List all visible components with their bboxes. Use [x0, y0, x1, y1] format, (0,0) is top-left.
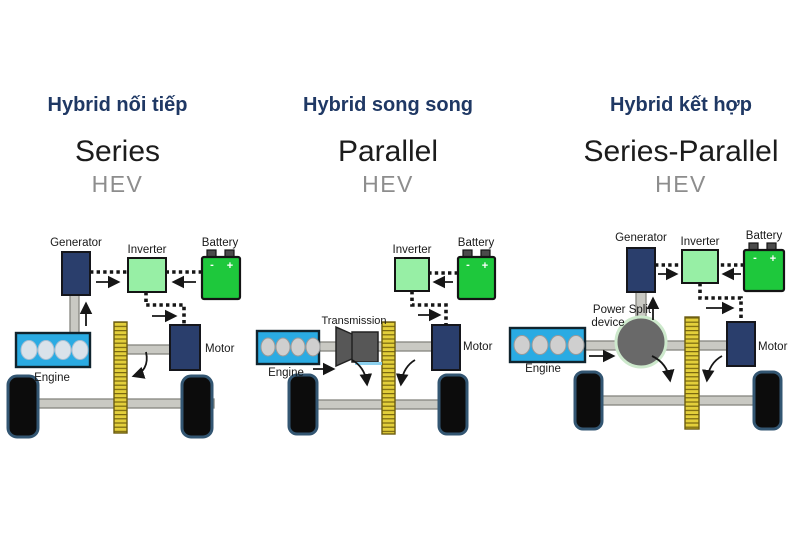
- battery-label: Battery: [746, 230, 783, 242]
- axle: [296, 399, 458, 410]
- engine-label: Engine: [34, 372, 70, 384]
- engine-cylinder: [567, 335, 585, 355]
- curved-arrow: [651, 355, 675, 383]
- motor-label: Motor: [463, 341, 493, 353]
- battery-minus-mark: -: [753, 252, 757, 264]
- engine-cylinder: [549, 335, 567, 355]
- engine-cylinder: [20, 340, 38, 360]
- parallel-title-english: Parallel: [337, 135, 439, 168]
- battery-box: [200, 255, 242, 301]
- parallel-hev-diagram: - + Inverter Battery Transmission Engine…: [255, 237, 497, 436]
- motor-label: Motor: [758, 341, 788, 353]
- engine-cylinder: [275, 337, 291, 357]
- inverter-label: Inverter: [128, 244, 167, 256]
- series-parallel-header: Hybrid kết hợp Series-Parallel HEV: [556, 93, 800, 196]
- curved-arrow: [351, 359, 373, 387]
- inverter-to-motor-line: [698, 283, 743, 322]
- motor-shaft: [126, 344, 171, 355]
- parallel-hev-label: HEV: [362, 171, 414, 197]
- engine-cylinder: [290, 337, 306, 357]
- battery-label: Battery: [458, 237, 495, 249]
- series-parallel-title-vietnamese: Hybrid kết hợp: [609, 94, 752, 116]
- transmission-box: [351, 331, 379, 363]
- reduction-gear: [113, 321, 128, 434]
- series-parallel-title-english: Series-Parallel: [583, 135, 779, 168]
- axle: [584, 395, 758, 406]
- left-wheel: [287, 373, 319, 436]
- curved-arrow: [701, 355, 723, 383]
- motor-box: [726, 321, 756, 367]
- engine-cylinder: [37, 340, 55, 360]
- engine-cylinder: [513, 335, 531, 355]
- parallel-header: Hybrid song song Parallel HEV: [272, 93, 504, 196]
- reduction-gear: [684, 316, 700, 430]
- engine-label: Engine: [525, 363, 561, 375]
- battery-box: [742, 248, 786, 293]
- generator-box: [626, 247, 656, 293]
- left-wheel: [573, 370, 604, 431]
- battery-box: [456, 255, 497, 301]
- motor-box: [169, 324, 201, 371]
- inverter-box: [127, 257, 167, 293]
- series-header: Hybrid nối tiếp Series HEV: [5, 93, 230, 196]
- left-wheel: [6, 374, 40, 439]
- engine-shaft: [318, 341, 338, 352]
- series-hev-label: HEV: [91, 171, 144, 197]
- series-hev-diagram: - + Generator Inverter Battery Motor Eng…: [6, 237, 242, 439]
- series-parallel-hev-label: HEV: [655, 171, 707, 197]
- inverter-box: [681, 249, 719, 284]
- right-wheel: [180, 374, 214, 439]
- motor-shaft: [393, 341, 434, 352]
- engine-cylinder: [260, 337, 276, 357]
- battery-plus-mark: +: [482, 260, 488, 272]
- power-split-label-line1: Power Split: [593, 304, 652, 316]
- right-wheel: [752, 370, 783, 431]
- battery-minus-mark: -: [210, 259, 214, 271]
- transmission-base: [355, 362, 382, 365]
- motor-shaft: [696, 340, 729, 351]
- inverter-label: Inverter: [681, 236, 720, 248]
- series-title-vietnamese: Hybrid nối tiếp: [47, 94, 188, 116]
- power-split-label-line2: device: [591, 317, 624, 329]
- generator-label: Generator: [615, 232, 667, 244]
- series-parallel-hev-diagram: - + Generator Inverter Battery Power Spl…: [508, 230, 788, 431]
- curved-arrow: [131, 351, 148, 379]
- power-split-device: [614, 315, 668, 369]
- curved-arrow: [395, 359, 416, 387]
- battery-plus-mark: +: [227, 260, 233, 272]
- battery-minus-mark: -: [466, 259, 470, 271]
- engine-cylinder: [305, 337, 321, 357]
- transmission-label: Transmission: [322, 315, 387, 327]
- motor-label: Motor: [205, 343, 235, 355]
- parallel-title-vietnamese: Hybrid song song: [303, 94, 473, 116]
- engine-cylinder: [54, 340, 72, 360]
- inverter-to-motor-line: [144, 292, 186, 325]
- inverter-to-motor-line: [410, 291, 448, 325]
- inverter-label: Inverter: [393, 244, 432, 256]
- battery-plus-mark: +: [770, 253, 776, 265]
- generator-shaft: [69, 294, 80, 334]
- engine-label: Engine: [268, 367, 304, 379]
- generator-label: Generator: [50, 237, 102, 249]
- generator-box: [61, 251, 91, 296]
- reduction-gear: [381, 321, 396, 435]
- right-wheel: [437, 373, 469, 436]
- engine-cylinder: [71, 340, 89, 360]
- battery-label: Battery: [202, 237, 239, 249]
- motor-box: [431, 324, 461, 371]
- series-title-english: Series: [74, 135, 161, 168]
- inverter-box: [394, 257, 430, 292]
- engine-cylinder: [531, 335, 549, 355]
